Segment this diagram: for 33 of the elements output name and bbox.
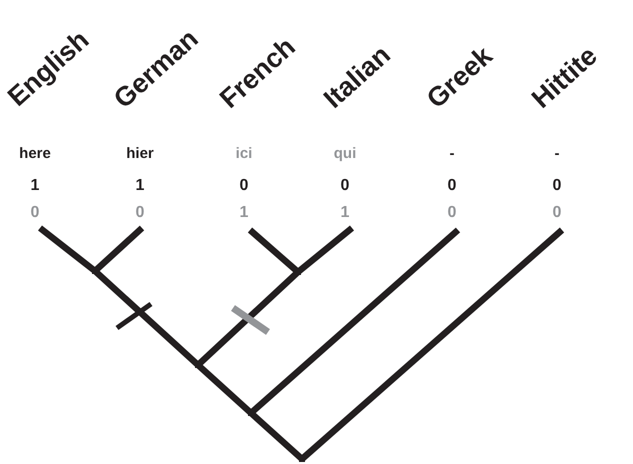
word-form: ici — [236, 145, 252, 162]
tree-branch — [248, 228, 460, 416]
branch-point — [299, 456, 305, 462]
tree-branch — [196, 270, 300, 368]
character-state: 0 — [448, 204, 456, 221]
character-state: 0 — [30, 204, 40, 221]
character-state: 1 — [240, 204, 248, 221]
branch-point — [295, 269, 301, 275]
character-state: 1 — [30, 177, 40, 194]
tree-branch — [196, 362, 254, 416]
branch-point — [195, 362, 201, 368]
branch-point — [92, 268, 98, 274]
character-state: 1 — [136, 177, 144, 194]
character-state: 0 — [552, 204, 562, 221]
word-form: qui — [334, 145, 356, 162]
character-state: 0 — [552, 177, 562, 194]
tree-branch — [300, 228, 564, 462]
character-state: 1 — [340, 204, 350, 221]
tree-branch — [92, 268, 200, 368]
tree-branch — [248, 228, 300, 274]
word-form: - — [450, 145, 454, 162]
character-state: 0 — [448, 177, 456, 194]
word-form: here — [19, 145, 51, 162]
branch-point — [248, 410, 254, 416]
tree-branch — [92, 226, 144, 274]
word-form: hier — [126, 145, 154, 162]
tree-branch — [38, 225, 97, 274]
word-form: - — [554, 145, 560, 162]
character-state: 0 — [136, 204, 144, 221]
tree-branch — [296, 225, 354, 275]
character-state: 0 — [340, 177, 350, 194]
tree-branch — [248, 410, 304, 462]
character-state: 0 — [240, 177, 248, 194]
